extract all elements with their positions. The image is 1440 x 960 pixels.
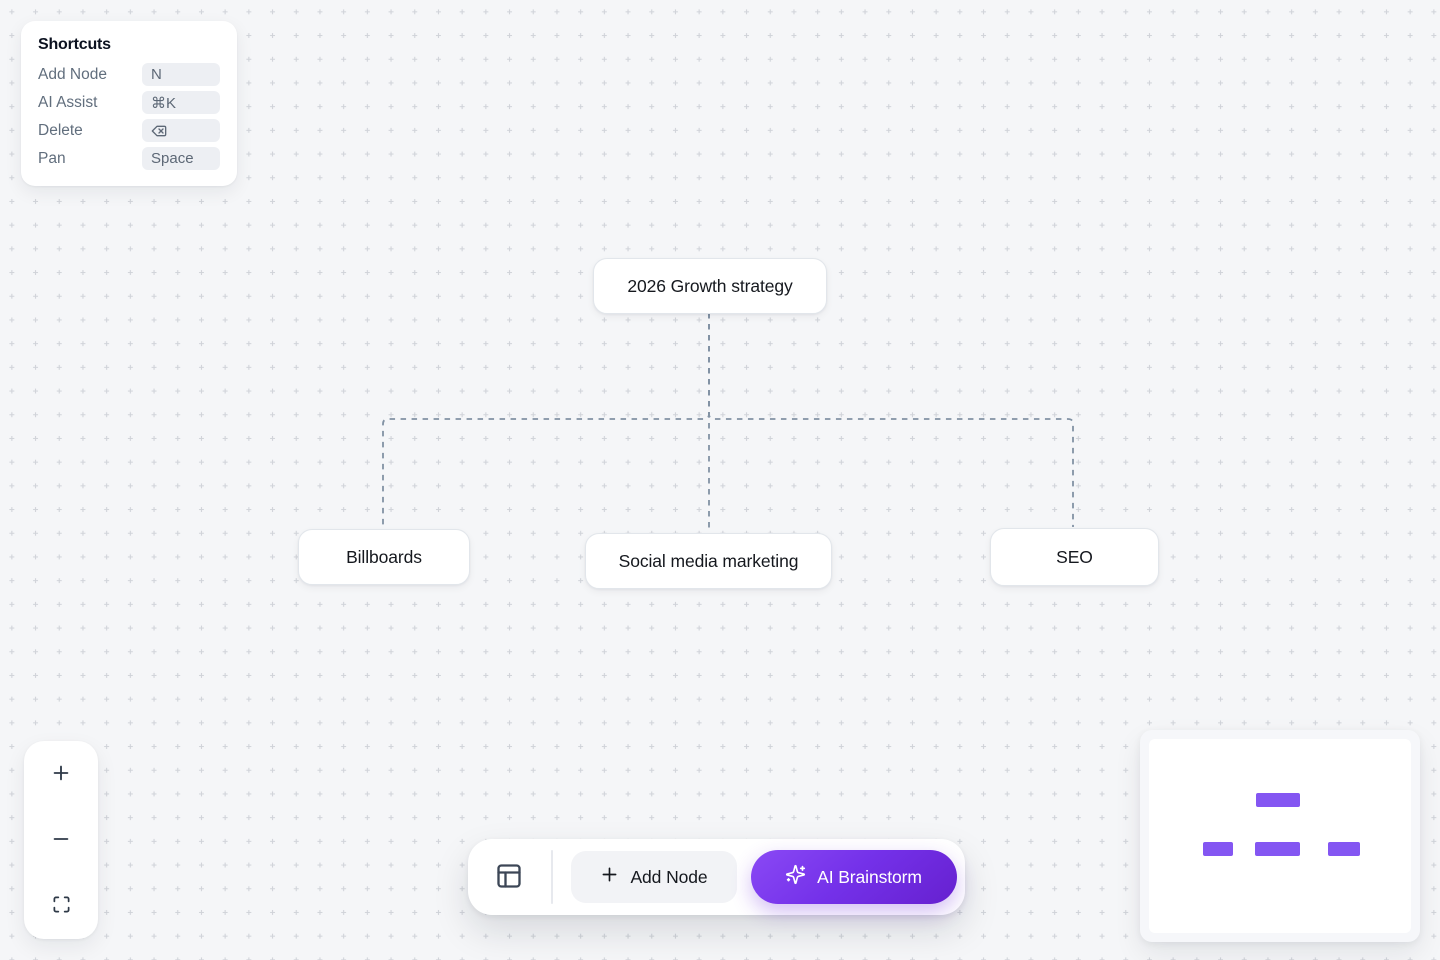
keycap: N <box>142 63 220 86</box>
zoom-in-button[interactable] <box>24 741 98 807</box>
node-root-label: 2026 Growth strategy <box>627 275 793 296</box>
fit-view-button[interactable] <box>24 873 98 939</box>
panels-top-left-icon <box>495 862 523 893</box>
node-billboards[interactable]: Billboards <box>298 529 470 585</box>
shortcut-row-add-node: Add Node N <box>38 63 220 86</box>
minimap-node-left <box>1203 842 1233 856</box>
shortcut-label: AI Assist <box>38 93 98 111</box>
edge-root-billboards <box>382 313 710 528</box>
shortcuts-panel: Shortcuts Add Node N AI Assist ⌘K Delete <box>21 21 237 186</box>
zoom-in-icon <box>50 762 72 787</box>
shortcut-row-ai-assist: AI Assist ⌘K <box>38 91 220 114</box>
add-node-label: Add Node <box>630 866 708 887</box>
ai-brainstorm-label: AI Brainstorm <box>817 866 922 887</box>
zoom-out-icon <box>50 828 72 853</box>
node-social-media-marketing[interactable]: Social media marketing <box>585 533 832 589</box>
bottom-toolbar: Add Node AI Brainstorm <box>468 839 965 915</box>
backspace-icon <box>151 123 167 139</box>
node-seo-label: SEO <box>1056 546 1093 567</box>
shortcut-label: Add Node <box>38 65 107 83</box>
minimap-node-center <box>1255 842 1300 856</box>
add-node-button[interactable]: Add Node <box>570 851 737 903</box>
zoom-controls <box>24 741 98 939</box>
sparkles-icon <box>785 864 806 890</box>
shortcut-label: Delete <box>38 121 83 139</box>
shortcut-row-delete: Delete <box>38 119 220 142</box>
keycap <box>142 119 220 142</box>
shortcut-row-pan: Pan Space <box>38 147 220 170</box>
plus-icon <box>599 864 620 890</box>
layout-button[interactable] <box>495 862 523 893</box>
node-root[interactable]: 2026 Growth strategy <box>593 258 827 314</box>
toolbar-divider <box>551 850 553 904</box>
node-social-label: Social media marketing <box>618 550 799 571</box>
zoom-out-button[interactable] <box>24 807 98 873</box>
shortcut-label: Pan <box>38 149 66 167</box>
minimap-node-right <box>1328 842 1360 856</box>
keycap: Space <box>142 147 220 170</box>
minimap-viewport <box>1149 739 1411 933</box>
node-billboards-label: Billboards <box>346 546 422 567</box>
minimap-node-root <box>1256 793 1300 807</box>
minimap[interactable] <box>1140 730 1420 942</box>
fit-view-icon <box>52 895 71 917</box>
shortcuts-title: Shortcuts <box>38 36 111 53</box>
keycap: ⌘K <box>142 91 220 114</box>
edge-root-seo <box>708 313 1074 527</box>
ai-brainstorm-button[interactable]: AI Brainstorm <box>750 850 957 904</box>
node-seo[interactable]: SEO <box>990 528 1159 586</box>
